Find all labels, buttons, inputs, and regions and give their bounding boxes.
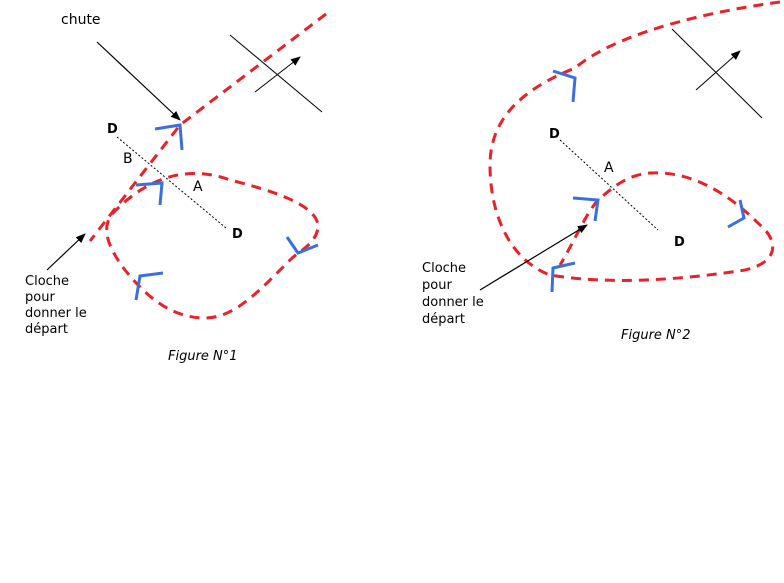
- marks-2: [550, 69, 746, 293]
- point-a-1: A: [193, 179, 203, 195]
- point-a-2: A: [604, 160, 614, 176]
- wind-indicator-2: [671, 28, 763, 119]
- course-loop-2: [488, 0, 781, 282]
- chute-label: chute: [61, 12, 101, 28]
- course-2: [488, 0, 781, 282]
- start-label-2: Cloche pour donner le départ: [422, 261, 488, 327]
- start-arrow-1: [46, 233, 86, 271]
- wind-indicator-1: [229, 34, 323, 113]
- buoy-mark-1b: [135, 181, 164, 206]
- point-d-top-2: D: [549, 127, 560, 142]
- dotted-line-1: [116, 136, 227, 229]
- course-finish-line-1: [88, 12, 327, 242]
- figure-2: D A D Cloche pour donner le départ Figur…: [422, 0, 781, 343]
- point-b-1: B: [123, 151, 133, 167]
- point-d-top-1: D: [107, 122, 118, 137]
- point-d-bottom-1: D: [232, 227, 243, 242]
- caption-figure-1: Figure N°1: [168, 349, 238, 364]
- buoy-mark-2d: [550, 261, 576, 293]
- buoy-mark-2a: [552, 69, 577, 103]
- buoy-mark-1d: [134, 271, 164, 301]
- course-loop-1: [105, 172, 320, 320]
- buoy-mark-1a: [154, 123, 184, 151]
- course-1: [88, 12, 327, 320]
- buoy-mark-2c: [727, 199, 746, 229]
- start-label-1: Cloche pour donner le départ: [25, 274, 91, 337]
- caption-figure-2: Figure N°2: [621, 328, 691, 343]
- marks-1: [134, 123, 319, 301]
- buoy-mark-1c: [285, 236, 319, 255]
- start-arrow-2: [479, 224, 588, 291]
- dotted-line-2: [559, 139, 659, 231]
- point-d-bottom-2: D: [674, 235, 685, 250]
- chute-arrow: [96, 41, 181, 121]
- buoy-mark-2b: [572, 196, 600, 222]
- figure-1: chute D B A D Cloche pour donner le dépa…: [25, 12, 327, 364]
